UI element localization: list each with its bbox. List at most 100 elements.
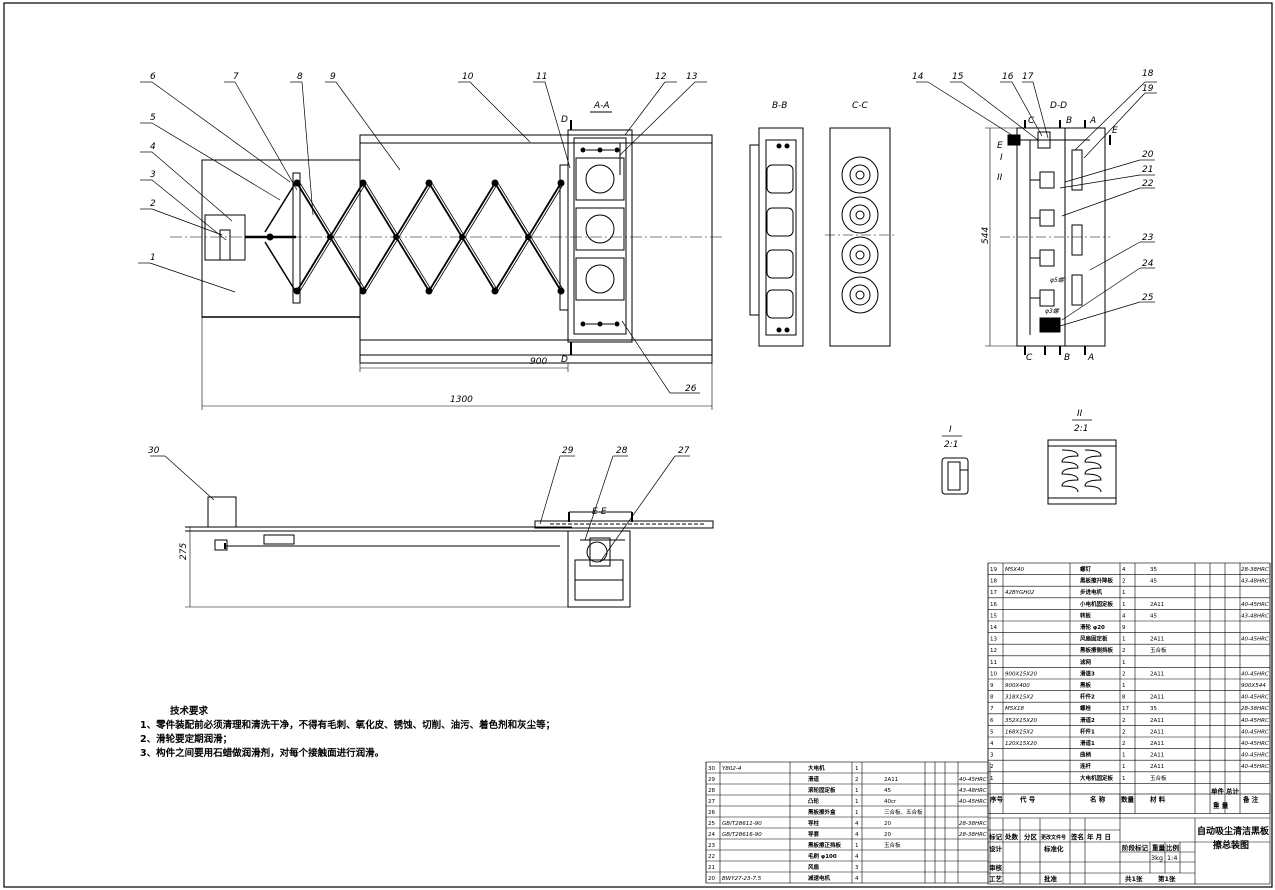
- bom-left-cell: 1: [855, 766, 859, 772]
- label-detail2-scale: 2:1: [1074, 424, 1088, 434]
- bom-right-cell: 滑道2: [1080, 716, 1095, 724]
- bom-right-cell: 19: [990, 567, 997, 573]
- bom-left-cell: 玉合板: [884, 841, 901, 849]
- bom-right-cell: 14: [990, 625, 997, 631]
- bom-left-cell: 三合板、五合板: [884, 808, 923, 816]
- bom-right-header: 数量: [1121, 794, 1135, 803]
- balloon-18: 18: [1142, 69, 1154, 79]
- label-dd: D-D: [1050, 101, 1067, 111]
- bom-right-cell: 18: [990, 579, 997, 585]
- bom-left-cell: BWY27-23-7.5: [722, 876, 762, 882]
- tb-marks: 标记: [988, 832, 1003, 841]
- balloon-29: 29: [562, 446, 574, 456]
- bom-right-cell: 黑板擦侧挡板: [1080, 646, 1114, 654]
- balloon-8: 8: [297, 72, 303, 82]
- drawing-title-1: 自动吸尘清洁黑板: [1197, 825, 1270, 837]
- bom-left-cell: 20: [884, 821, 891, 827]
- bom-left-cell: 28-38HRC: [959, 832, 987, 838]
- tb-zone: 分区: [1024, 832, 1038, 841]
- bom-right-cell: 120X15X20: [1005, 741, 1038, 747]
- bom-right-cell: 大电机固定板: [1080, 774, 1114, 782]
- bom-right-cell: 1: [1122, 683, 1126, 689]
- tb-scale-label: 比例: [1166, 843, 1180, 852]
- tb-weight: 3kg: [1151, 854, 1163, 862]
- bom-right-header: 总计: [1226, 786, 1240, 795]
- bom-left-cell: 28-38HRC: [959, 821, 987, 827]
- bom-left-cell: 43-48HRC: [959, 788, 987, 794]
- mark-d-top: D: [561, 115, 568, 125]
- balloon-16: 16: [1002, 72, 1014, 82]
- bom-right-cell: 2A11: [1150, 753, 1164, 759]
- bom-right-cell: 滑轮 φ20: [1080, 623, 1105, 631]
- bom-right-cell: 4: [990, 741, 994, 747]
- bom-right-cell: 2: [1122, 648, 1126, 654]
- label-ee: E-E: [592, 507, 607, 517]
- bom-right-cell: 12: [990, 648, 997, 654]
- bom-left-cell: 减速电机: [808, 874, 831, 882]
- bom-left-cell: 导套: [808, 830, 820, 838]
- mark-c-bottom: C: [1026, 353, 1033, 363]
- bom-right-cell: 28-38HRC: [1241, 706, 1269, 712]
- mark-a-bottom: A: [1087, 353, 1094, 363]
- bom-right-cell: 2: [1122, 741, 1126, 747]
- bom-right-cell: 40-45HRC: [1241, 718, 1269, 724]
- bom-left-cell: GB/T28611-90: [722, 821, 762, 827]
- bom-right-cell: 2A11: [1150, 764, 1164, 770]
- bom-right-cell: 小电机固定板: [1080, 600, 1114, 608]
- bom-left-cell: 45: [884, 788, 891, 794]
- tb-signature: 签名: [1070, 832, 1084, 841]
- bom-right-cell: 35: [1150, 567, 1157, 573]
- bom-right-cell: M5X18: [1005, 706, 1025, 712]
- bom-right-cell: 40-45HRC: [1241, 729, 1269, 735]
- bom-left-cell: 24: [708, 832, 715, 838]
- bom-right-cell: 40-45HRC: [1241, 741, 1269, 747]
- bom-left-cell: 30: [708, 766, 715, 772]
- bom-right-cell: 40-45HRC: [1241, 753, 1269, 759]
- bom-right-cell: 2: [1122, 718, 1126, 724]
- bom-left-cell: 21: [708, 865, 715, 871]
- bom-right-cell: 2: [1122, 579, 1126, 585]
- view-dd: [985, 120, 1111, 355]
- bom-right-cell: 玉合板: [1150, 774, 1167, 782]
- bom-right-cell: 步进电机: [1080, 588, 1103, 596]
- tb-sheets-total: 共1张: [1125, 874, 1143, 883]
- bom-left-cell: GB/T28616-90: [722, 832, 762, 838]
- balloon-9: 9: [330, 72, 336, 82]
- bom-left-cell: 25: [708, 821, 715, 827]
- balloon-27: 27: [678, 446, 690, 456]
- bom-right-cell: 杆件1: [1080, 727, 1095, 735]
- bom-right-cell: 45: [1150, 579, 1157, 585]
- bom-left-cell: 滑道: [808, 775, 820, 783]
- balloon-2: 2: [150, 199, 156, 209]
- bom-right-cell: 42BYGH02: [1005, 590, 1035, 596]
- bom-right-cell: 2A11: [1150, 602, 1164, 608]
- tb-weight-label: 重量: [1152, 843, 1166, 852]
- balloon-3: 3: [150, 170, 156, 180]
- bom-right-cell: 螺钉: [1080, 565, 1092, 573]
- bom-right-cell: 转板: [1080, 611, 1092, 619]
- balloon-6: 6: [150, 72, 156, 82]
- balloon-25: 25: [1142, 293, 1154, 303]
- bom-left-cell: 4: [855, 832, 859, 838]
- balloon-24: 24: [1142, 259, 1154, 269]
- bom-table-left: [705, 761, 991, 884]
- bom-right-cell: 黑板: [1080, 681, 1092, 689]
- bom-left-cell: 3: [855, 865, 859, 871]
- bom-right-cell: 4: [1122, 567, 1126, 573]
- balloon-10: 10: [462, 72, 474, 82]
- tb-process: 工艺: [989, 874, 1003, 883]
- dim-275: 275: [179, 543, 189, 560]
- bom-right-cell: 43-48HRC: [1241, 613, 1269, 619]
- front-view: [185, 496, 714, 608]
- bom-right-cell: 曲柄: [1080, 751, 1092, 759]
- bom-left-cell: 23: [708, 843, 715, 849]
- detail-views: [941, 439, 1117, 505]
- bom-right-cell: 滑道3: [1080, 669, 1095, 677]
- tb-stage: 阶段标记: [1122, 843, 1149, 852]
- balloon-15: 15: [952, 72, 964, 82]
- bom-right-cell: 11: [990, 660, 997, 666]
- bom-right-cell: 900X15X20: [1005, 671, 1038, 677]
- bom-right-cell: 10: [990, 671, 997, 677]
- bom-left-cell: 4: [855, 854, 859, 860]
- bom-right-cell: 螺栓: [1080, 704, 1092, 712]
